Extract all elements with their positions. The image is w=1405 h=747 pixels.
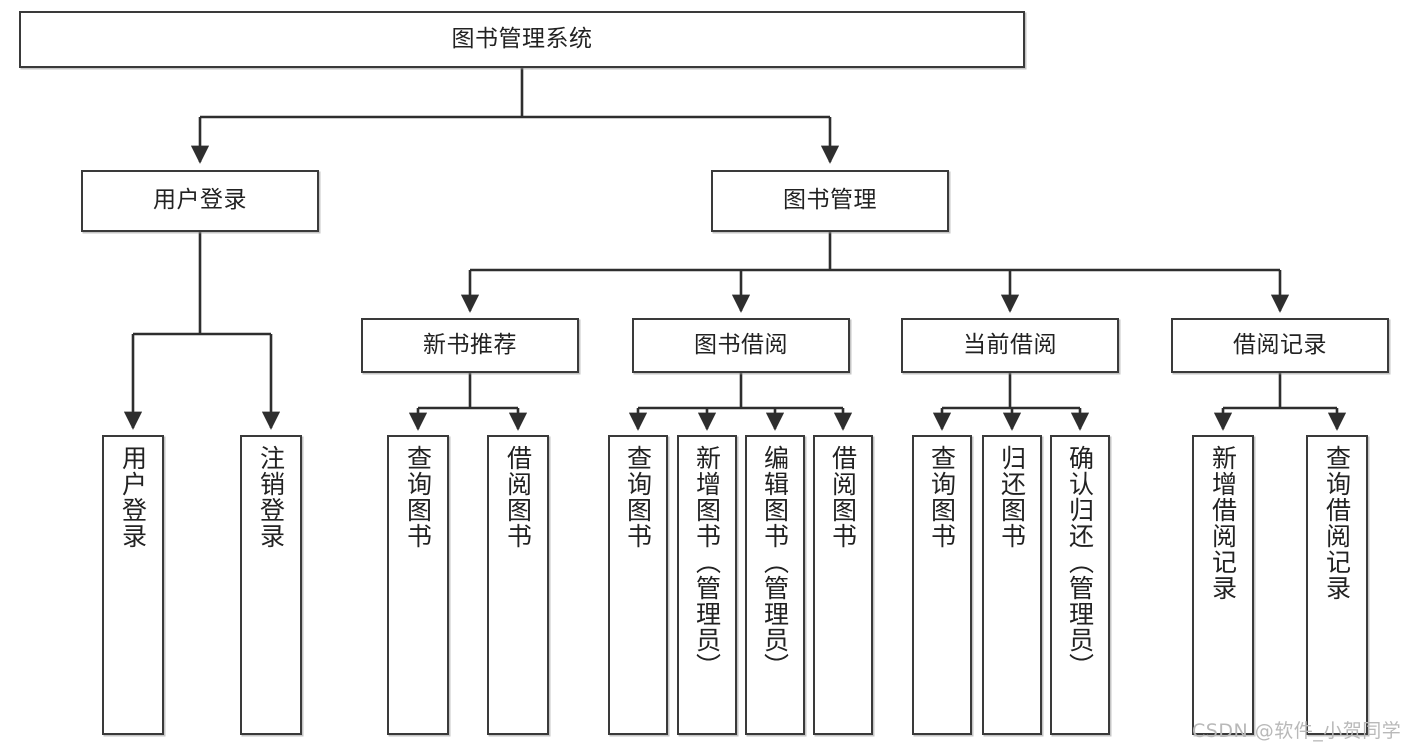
node-current-borrow[interactable]: 当前借阅: [901, 318, 1119, 373]
node-leaf-borrow-book-bb-label: 借阅图书: [828, 445, 858, 549]
node-user-login-label: 用户登录: [153, 187, 247, 214]
node-leaf-logout-label: 注销登录: [256, 445, 286, 549]
node-leaf-return-book[interactable]: 归还图书: [982, 435, 1042, 735]
node-new-book-rec-label: 新书推荐: [423, 331, 517, 358]
node-root-label: 图书管理系统: [451, 25, 593, 52]
node-borrow-record-label: 借阅记录: [1233, 331, 1327, 358]
node-leaf-borrow-book-rec-label: 借阅图书: [503, 445, 533, 549]
node-book-borrow[interactable]: 图书借阅: [632, 318, 850, 373]
node-leaf-add-record[interactable]: 新增借阅记录: [1192, 435, 1254, 735]
csdn-watermark: CSDN @软件_小贺同学: [1192, 720, 1402, 742]
node-leaf-query-book-cb[interactable]: 查询图书: [912, 435, 972, 735]
node-user-login[interactable]: 用户登录: [81, 170, 319, 232]
node-leaf-borrow-book-rec[interactable]: 借阅图书: [487, 435, 549, 735]
node-borrow-record[interactable]: 借阅记录: [1171, 318, 1389, 373]
node-leaf-query-book-rec[interactable]: 查询图书: [387, 435, 449, 735]
node-new-book-rec[interactable]: 新书推荐: [361, 318, 579, 373]
node-leaf-confirm-return-label: 确认归还（管理员）: [1065, 445, 1095, 679]
node-leaf-return-book-label: 归还图书: [997, 445, 1027, 549]
node-leaf-query-book-bb-label: 查询图书: [623, 445, 653, 549]
node-leaf-borrow-book-bb[interactable]: 借阅图书: [813, 435, 873, 735]
node-root[interactable]: 图书管理系统: [19, 11, 1025, 68]
node-leaf-add-book-label: 新增图书（管理员）: [692, 445, 722, 679]
node-leaf-user-login[interactable]: 用户登录: [102, 435, 164, 735]
node-current-borrow-label: 当前借阅: [963, 331, 1057, 358]
node-leaf-query-record-label: 查询借阅记录: [1322, 445, 1352, 601]
node-leaf-edit-book-label: 编辑图书（管理员）: [760, 445, 790, 679]
node-leaf-logout[interactable]: 注销登录: [240, 435, 302, 735]
node-leaf-add-record-label: 新增借阅记录: [1208, 445, 1238, 601]
node-leaf-user-login-label: 用户登录: [118, 445, 148, 549]
node-leaf-edit-book[interactable]: 编辑图书（管理员）: [745, 435, 805, 735]
node-book-manage-label: 图书管理: [783, 187, 877, 214]
node-leaf-query-record[interactable]: 查询借阅记录: [1306, 435, 1368, 735]
node-leaf-query-book-cb-label: 查询图书: [927, 445, 957, 549]
node-leaf-confirm-return[interactable]: 确认归还（管理员）: [1050, 435, 1110, 735]
node-book-borrow-label: 图书借阅: [694, 331, 788, 358]
node-leaf-add-book[interactable]: 新增图书（管理员）: [677, 435, 737, 735]
node-leaf-query-book-rec-label: 查询图书: [403, 445, 433, 549]
node-book-manage[interactable]: 图书管理: [711, 170, 949, 232]
node-leaf-query-book-bb[interactable]: 查询图书: [608, 435, 668, 735]
